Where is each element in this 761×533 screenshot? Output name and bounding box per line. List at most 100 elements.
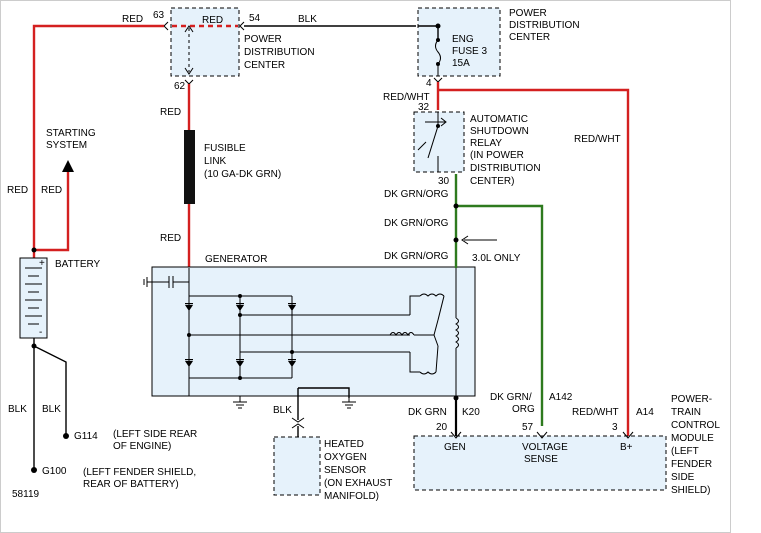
asd-label-1: AUTOMATIC <box>470 114 528 125</box>
asd-label-2: SHUTDOWN <box>470 126 529 137</box>
battery-minus: - <box>39 327 42 338</box>
diodes <box>185 303 296 367</box>
red-left-label-2: RED <box>41 185 62 196</box>
g100-desc-2: REAR OF BATTERY) <box>83 479 179 490</box>
o2-connector <box>291 417 305 429</box>
pcm-box <box>413 435 667 491</box>
pcm-label-1: POWER- <box>671 394 712 405</box>
pin-30: 30 <box>438 176 450 187</box>
fuse-label-3: 15A <box>452 58 470 69</box>
g100-ground <box>31 467 37 473</box>
gen-field-node <box>453 395 459 401</box>
connector-54 <box>239 21 245 31</box>
connector-4 <box>433 77 443 83</box>
fuse-label-1: ENG <box>452 34 474 45</box>
connector-63 <box>163 21 169 31</box>
g114-desc-2: OF ENGINE) <box>113 441 171 452</box>
a142-label: A142 <box>549 392 573 403</box>
red-left-label-1: RED <box>7 185 28 196</box>
pcm-connector-vs <box>536 431 548 439</box>
asd-label-6: CENTER) <box>470 176 514 187</box>
o2-label-1: HEATED <box>324 439 364 450</box>
wire-blk-o2-ground <box>298 387 350 398</box>
connector-62 <box>184 79 194 85</box>
pcm-label-2: TRAIN <box>671 407 701 418</box>
pcm-connector-bplus <box>622 431 634 439</box>
starting-label-1: STARTING <box>46 128 96 139</box>
pin-54: 54 <box>249 13 261 24</box>
fuse-bottom-node <box>436 62 440 66</box>
pin-32: 32 <box>418 102 430 113</box>
stator-windings <box>389 293 445 375</box>
pcm-label-3: CONTROL <box>671 420 720 431</box>
pcm-connector-gen <box>450 431 462 439</box>
wire-redwht-to-pcm <box>438 88 630 436</box>
pcm-label-5: (LEFT <box>671 446 699 457</box>
fusible-link <box>184 130 195 204</box>
dkgrn-org-label-a: DK GRN/ <box>490 392 532 403</box>
wire-red-pin63-to-battery <box>32 24 164 258</box>
dkgrn-label-3: DK GRN/ORG <box>384 251 449 262</box>
pdc2-label-3: CENTER <box>509 32 550 43</box>
pdc1-arrow-up <box>184 25 194 33</box>
only30-label: 3.0L ONLY <box>472 253 521 264</box>
pdc1-label-2: DISTRIBUTION <box>244 47 315 58</box>
dkgrn-node-2 <box>453 237 459 243</box>
asd-label-4: (IN POWER <box>470 150 524 161</box>
bridge-node-5 <box>290 350 294 354</box>
a14-label: A14 <box>636 407 654 418</box>
dkgrn-label-1: DK GRN/ORG <box>384 189 449 200</box>
pin-20: 20 <box>436 422 448 433</box>
pcm-vs-label-2: SENSE <box>524 454 558 465</box>
only30-pointer <box>461 235 497 245</box>
bridge-node-2 <box>238 376 242 380</box>
g100-label: G100 <box>42 466 67 477</box>
asd-label-3: RELAY <box>470 138 502 149</box>
asd-label-5: DISTRIBUTION <box>470 163 541 174</box>
blk-bat-label-1: BLK <box>8 404 27 415</box>
dkgrn-org-label-b: ORG <box>512 404 535 415</box>
wire-red-to-starting <box>34 170 70 252</box>
pin-57: 57 <box>522 422 534 433</box>
pcm-label-4: MODULE <box>671 433 714 444</box>
o2-sensor-box <box>273 436 321 496</box>
redwht-label-1: RED/WHT <box>383 92 430 103</box>
pdc1-arrow-down <box>184 67 194 75</box>
pcm-label-6: FENDER <box>671 459 712 470</box>
fusible-label-3: (10 GA-DK GRN) <box>204 169 281 180</box>
bridge-node-1 <box>238 294 242 298</box>
starting-label-2: SYSTEM <box>46 140 87 151</box>
pdc1-red-label: RED <box>202 15 223 26</box>
pcm-label-7: SIDE <box>671 472 695 483</box>
starting-arrow-head <box>62 160 74 172</box>
battery-label: BATTERY <box>55 259 101 270</box>
k20-label: K20 <box>462 407 480 418</box>
fuse-label-2: FUSE 3 <box>452 46 487 57</box>
bridge-node-4 <box>238 313 242 317</box>
g114-label: G114 <box>74 431 98 442</box>
fusible-label-2: LINK <box>204 156 227 167</box>
battery-box <box>19 257 48 339</box>
pin-63: 63 <box>153 10 165 21</box>
pdc1-label-3: CENTER <box>244 60 285 71</box>
dk-grn-label: DK GRN <box>408 407 447 418</box>
o2-label-3: SENSOR <box>324 465 366 476</box>
pdc1-label-1: POWER <box>244 34 282 45</box>
red-low-label: RED <box>160 233 181 244</box>
generator-grounds <box>233 396 356 409</box>
wire-dkgrn-to-voltage-sense <box>456 204 544 426</box>
g114-desc-1: (LEFT SIDE REAR <box>113 429 197 440</box>
battery-cells <box>25 267 42 325</box>
blk-o2-label: BLK <box>273 405 292 416</box>
pcm-gen-label: GEN <box>444 442 466 453</box>
blk-bat-label-2: BLK <box>42 404 61 415</box>
asd-relay-contact <box>417 112 447 172</box>
blk-top-label: BLK <box>298 14 317 25</box>
pin-3: 3 <box>612 422 618 433</box>
battery-pos-node <box>31 247 37 253</box>
o2-label-4: (ON EXHAUST <box>324 478 392 489</box>
generator-box <box>151 266 476 397</box>
asd-contact-node <box>436 124 440 128</box>
pin-4: 4 <box>426 78 432 89</box>
